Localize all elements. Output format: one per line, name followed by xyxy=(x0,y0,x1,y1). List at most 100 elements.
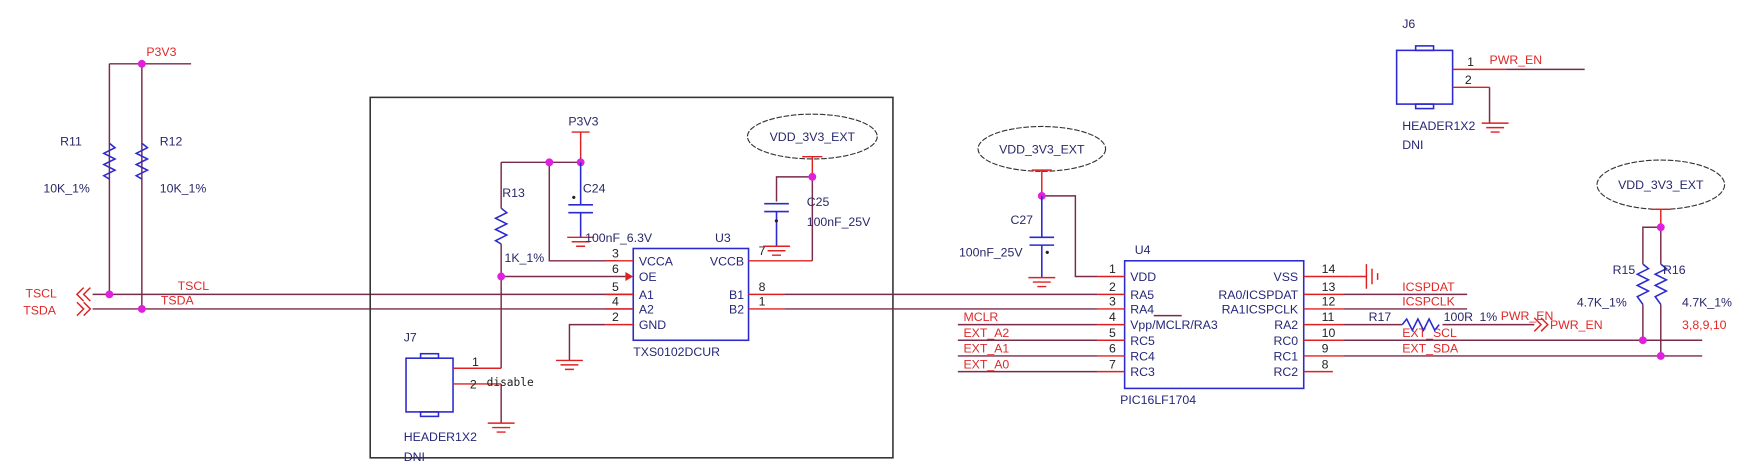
value-r15: 4.7K_1% xyxy=(1577,296,1627,310)
pin-number: 1 xyxy=(1109,262,1116,276)
ref-c24: C24 xyxy=(583,182,606,196)
ic-u4: U4 PIC16LF1704 1VDD14VSS2RA513RA0/ICSPDA… xyxy=(1097,243,1350,407)
p3v3-inner: P3V3 xyxy=(501,114,619,262)
pin-name: A2 xyxy=(639,302,654,316)
port-arrow-icon xyxy=(1533,317,1549,332)
pin-number: 7 xyxy=(1109,357,1116,371)
pin-name: A1 xyxy=(639,288,654,302)
net-label-icspclk: ICSPCLK xyxy=(1402,295,1455,309)
pin-name: RA4 xyxy=(1130,302,1154,316)
net-label-p3v3-inner: P3V3 xyxy=(568,114,598,128)
value-r16: 4.7K_1% xyxy=(1682,296,1732,310)
resistor-symbol-icon xyxy=(1635,263,1651,305)
net-label-tsda: TSDA xyxy=(161,293,195,307)
pin-number: 11 xyxy=(1322,310,1335,324)
pin-name: VSS xyxy=(1274,270,1299,284)
resistor-r12: R12 10K_1% xyxy=(134,135,207,196)
ref-r16: R16 xyxy=(1663,263,1686,277)
net-label-vdd-ext: VDD_3V3_EXT xyxy=(770,130,856,144)
pin-number: 2 xyxy=(1109,280,1116,294)
part-j7: HEADER1X2 xyxy=(404,430,477,444)
pin-name: RC4 xyxy=(1130,349,1155,363)
part-j6: HEADER1X2 xyxy=(1402,119,1475,133)
ref-c27: C27 xyxy=(1010,213,1033,227)
dni-j6: DNI xyxy=(1402,138,1423,152)
p3v3-rail-top: P3V3 xyxy=(108,45,192,309)
resistor-symbol-icon xyxy=(493,207,509,245)
level-shifter-block-outline xyxy=(369,96,894,459)
tol-r17: 1% xyxy=(1479,310,1497,324)
u4-right-nets: ICSPDAT ICSPCLK EXT_SCL EXT_SDA R17 100R… xyxy=(1344,280,1703,357)
pin-number: 4 xyxy=(612,295,619,309)
value-c27: 100nF_25V xyxy=(959,245,1023,259)
pin-name: RA5 xyxy=(1130,288,1154,302)
pin-number: 1 xyxy=(759,295,766,309)
u4-vss-gnd xyxy=(1349,264,1379,289)
part-u3: TXS0102DCUR xyxy=(633,345,720,359)
pin-number: 6 xyxy=(1109,342,1116,356)
pin-name: OE xyxy=(639,270,657,284)
ic-u3: U3 TXS0102DCUR 3 VCCA 6 OE 5 A1 4 A2 2 G… xyxy=(605,231,813,359)
net-label-pwr-en-j6: PWR_EN xyxy=(1490,53,1543,67)
resistor-symbol-icon xyxy=(102,142,117,180)
capacitor-symbol-icon xyxy=(1029,195,1055,278)
net-label-icspdat: ICSPDAT xyxy=(1402,280,1455,294)
ref-j6: J6 xyxy=(1402,17,1415,31)
pin-number: 8 xyxy=(1322,357,1329,371)
vdd-ext-c25: VDD_3V3_EXT • C25 100nF_25V xyxy=(746,113,878,261)
pin-name: RA2 xyxy=(1274,318,1298,332)
value-r12: 10K_1% xyxy=(160,182,207,196)
vdd-ext-c27: VDD_3V3_EXT • C27 100nF_25V xyxy=(959,125,1107,288)
capacitor-symbol-icon xyxy=(568,162,593,238)
part-u4: PIC16LF1704 xyxy=(1120,393,1196,407)
net-label-p3v3: P3V3 xyxy=(146,45,176,59)
pin-number: 1 xyxy=(1467,55,1474,69)
pin-number: 6 xyxy=(612,262,619,276)
resistor-symbol-icon xyxy=(134,142,150,180)
header-j6: J6 1 2 PWR_EN HEADER1X2 DNI xyxy=(1395,17,1585,152)
ref-r12: R12 xyxy=(160,135,183,149)
pin-number: 5 xyxy=(612,280,619,294)
net-label-vdd-ext: VDD_3V3_EXT xyxy=(999,142,1085,156)
port-tscl: TSCL xyxy=(25,287,57,301)
ref-c25: C25 xyxy=(807,195,830,209)
pin-name: Vpp/MCLR/RA3 xyxy=(1130,318,1218,332)
port-arrow-icon xyxy=(76,301,92,317)
pin-number: 4 xyxy=(1109,310,1116,324)
pin-name: VCCB xyxy=(710,254,744,268)
resistor-symbol-icon xyxy=(1653,263,1669,305)
pin-number: 7 xyxy=(759,244,766,258)
port-pwr-en: PWR_EN xyxy=(1550,318,1603,332)
port-arrow-icon xyxy=(75,287,91,302)
resistor-symbol-icon xyxy=(1401,317,1440,332)
pin-name: VCCA xyxy=(639,254,674,268)
pin-number: 2 xyxy=(1465,73,1472,87)
label-disable: disable xyxy=(487,376,534,389)
note-r16: 3,8,9,10 xyxy=(1682,318,1727,332)
value-r17: 100R xyxy=(1444,310,1474,324)
pin-number: 2 xyxy=(470,377,477,391)
header-j7: J7 1 2 disable HEADER1X2 DNI xyxy=(404,330,534,464)
pin-number: 10 xyxy=(1322,326,1336,340)
net-label-ext-a0: EXT_A0 xyxy=(963,357,1009,371)
pin-number: 9 xyxy=(1322,342,1329,356)
capacitor-symbol-icon xyxy=(764,202,789,247)
pin-number: 5 xyxy=(1109,326,1116,340)
pin-name: B2 xyxy=(729,302,744,316)
net-label-vdd-ext: VDD_3V3_EXT xyxy=(1618,178,1704,192)
pin-name: RC1 xyxy=(1274,349,1299,363)
pin-name: RC2 xyxy=(1274,365,1299,379)
capacitor-c24: • C24 100nF_6.3V xyxy=(566,162,653,247)
net-label-ext-scl: EXT_SCL xyxy=(1402,326,1457,340)
ref-u4: U4 xyxy=(1135,243,1151,257)
pin-number: 3 xyxy=(612,246,619,260)
value-r11: 10K_1% xyxy=(43,182,90,196)
dni-j7: DNI xyxy=(404,450,425,464)
pin-number: 2 xyxy=(612,310,619,324)
resistor-r13: R13 1K_1% xyxy=(493,162,634,369)
net-label-ext-a2: EXT_A2 xyxy=(963,326,1009,340)
resistor-r11: R11 10K_1% xyxy=(43,135,117,196)
pin-number: 3 xyxy=(1109,295,1116,309)
bus-wires-b xyxy=(784,293,1098,310)
